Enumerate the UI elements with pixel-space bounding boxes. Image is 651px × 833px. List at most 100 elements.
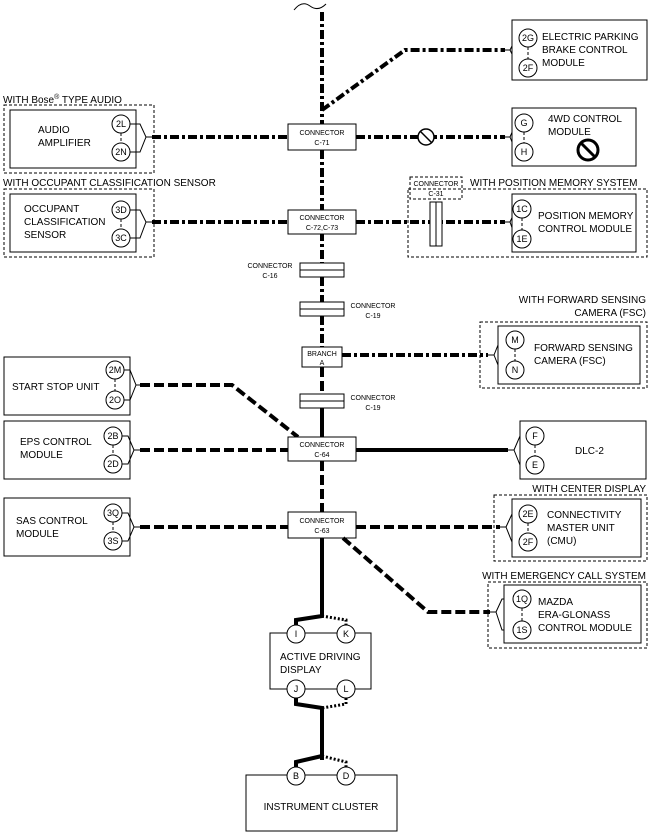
connector-c63-line2: C-63 [314,528,329,535]
pos-pin-1c-label: 1C [516,204,528,214]
ic-pin-b [286,766,306,786]
connector-c31-label-frame [409,176,463,200]
ocs-name-line3: SENSOR [24,230,66,241]
epb-name-line2: BRAKE CONTROL [542,45,628,56]
eps-name-line1: EPS CONTROL [20,437,92,448]
ic-wire-right [321,754,348,767]
ic-wire-left [294,754,323,767]
ic-pin-b-label: B [293,771,299,781]
ss-pin-2o-label: 2O [109,395,121,405]
4wd-module-box [511,107,637,167]
ss-name-line1: START STOP UNIT [12,382,99,393]
connector-c19a-line1: CONNECTOR [351,303,396,310]
dlc-name: DLC-2 [575,446,604,457]
adl-name-line1: ACTIVE DRIVING [280,652,361,663]
connector-c72-box [287,209,357,235]
connector-c19a-line2: C-19 [365,313,380,320]
connector-c19b-line1: CONNECTOR [351,395,396,402]
pos-name-line2: CONTROL MODULE [538,224,632,235]
cmu-group-label: WITH CENTER DISPLAY [532,484,646,495]
cmu-group-frame [493,494,648,562]
ic-pin-d-label: D [343,771,350,781]
sas-name-line1: SAS CONTROL [16,516,88,527]
adl-wire-in-left [294,612,324,625]
adl-module-box [269,632,372,690]
adl-pin-j-label: J [294,684,299,694]
sas-pin-3s-label: 3S [107,536,118,546]
audio-name-line2: AMPLIFIER [38,138,91,149]
fsc-name-line2: CAMERA (FSC) [534,356,606,367]
branch-a-line2: A [320,360,325,367]
epb-name-line3: MODULE [542,58,585,69]
ocs-group-label: WITH OCCUPANT CLASSIFICATION SENSOR [3,178,216,189]
branch-a-line1: BRANCH [307,351,337,358]
pos-pin-1e-label: 1E [516,234,527,244]
connector-c71-line2: C-71 [314,140,329,147]
prohibited-icon [576,138,600,162]
fsc-pin-m-label: M [511,335,519,345]
connector-c64-line2: C-64 [314,452,329,459]
epb-name-line1: ELECTRIC PARKING [542,32,639,43]
era-pin-1s-label: 1S [516,625,527,635]
ocs-name-line1: OCCUPANT [24,204,79,215]
connector-c71-box [287,123,357,151]
pos-module-box [511,193,637,253]
dlc-pin-e-label: E [532,460,538,470]
eps-name-line2: MODULE [20,450,63,461]
ocs-pin-3c-label: 3C [115,233,127,243]
era-group-frame [487,581,648,649]
sas-pin-3q-label: 3Q [107,508,119,518]
cmu-name-line2: MASTER UNIT [547,523,615,534]
epb-pin-2g-label: 2G [522,33,534,43]
connector-c31-line1: CONNECTOR [414,181,459,188]
wire-epb [320,48,505,112]
adl-name-line2: DISPLAY [280,665,322,676]
eps-fork [122,435,140,465]
ic-name: INSTRUMENT CLUSTER [264,802,379,813]
fsc-pin-n-label: N [512,365,519,375]
fsc-group-label-line1: WITH FORWARD SENSING [519,295,646,306]
dlc-pin-f-label: F [532,431,538,441]
adl-wire-out-left [294,698,324,760]
epb-pin-2f-label: 2F [523,63,534,73]
sas-fork [122,512,140,542]
ss-fork [124,369,140,401]
connector-c72-line1: CONNECTOR [300,215,345,222]
ocs-pin-3d-label: 3D [115,205,127,215]
era-name-line3: CONTROL MODULE [538,623,632,634]
connector-c63-box [287,511,357,539]
pos-name-line1: POSITION MEMORY [538,211,634,222]
connector-c64-line1: CONNECTOR [300,442,345,449]
4wd-name-line1: 4WD CONTROL [548,114,622,125]
cmu-pin-2f-label: 2F [523,537,534,547]
wire-era-glonass [341,536,490,614]
era-name-line2: ERA-GLONASS [538,610,611,621]
connector-c16-line1: CONNECTOR [248,263,293,270]
era-pin-1q-label: 1Q [516,594,528,604]
eps-pin-2b-label: 2B [107,431,118,441]
connector-c71-line1: CONNECTOR [300,130,345,137]
eps-pin-2d-label: 2D [107,459,119,469]
adl-pin-l-label: L [343,684,348,694]
pos-group-label: WITH POSITION MEMORY SYSTEM [470,178,637,189]
connector-c72-line2: C-72,C-73 [306,225,338,232]
adl-pin-i [286,624,306,644]
ic-module-box [245,774,398,832]
ocs-group-frame [3,188,155,258]
adl-pin-k-label: K [343,629,349,639]
cmu-pin-2f [518,532,538,552]
audio-group-frame [3,104,155,174]
era-name-line1: MAZDA [538,597,573,608]
audio-name-line1: AUDIO [38,125,70,136]
cmu-pin-2e-label: 2E [522,509,533,519]
connector-c63-line1: CONNECTOR [300,518,345,525]
audio-fork [130,123,152,153]
connector-c19b-line2: C-19 [365,405,380,412]
connector-c16-line2: C-16 [262,273,277,280]
ocs-fork [130,209,152,239]
trunk-break-mark [293,3,327,11]
audio-pin-2n-label: 2N [115,147,127,157]
4wd-pin-h-label: H [521,147,528,157]
adl-pin-i-label: I [295,629,298,639]
era-group-label: WITH EMERGENCY CALL SYSTEM [482,571,646,582]
